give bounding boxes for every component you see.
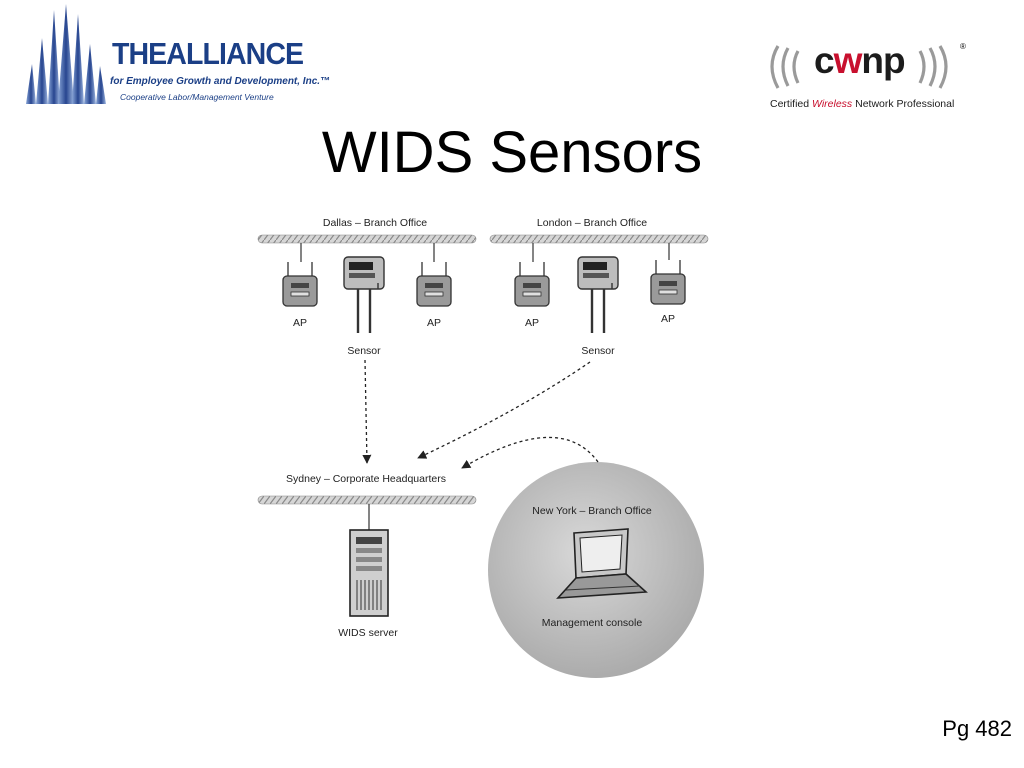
page-number: Pg 482 (942, 716, 1012, 741)
laptop-icon (556, 528, 648, 599)
newyork-to-sydney-arrow (461, 436, 599, 469)
registered-mark: ® (960, 42, 966, 51)
skyscraper-icon (26, 4, 106, 104)
dallas-branch: Dallas – Branch Office AP AP Sensor (257, 217, 477, 357)
sydney-network-cable (257, 495, 477, 505)
new-york-branch: New York – Branch Office Management cons… (488, 462, 704, 678)
dallas-ap-left (282, 261, 318, 307)
dallas-ap-right-label: AP (427, 317, 441, 329)
london-sensor (576, 255, 620, 335)
london-ap-right-label: AP (661, 313, 675, 325)
sydney-hq: Sydney – Corporate Headquarters WIDS ser… (257, 473, 477, 639)
dallas-sensor (342, 255, 386, 335)
dallas-sensor-label: Sensor (347, 345, 381, 357)
dallas-ap-right (416, 261, 452, 307)
dallas-to-sydney-arrow (362, 359, 372, 464)
dallas-network-cable (257, 234, 477, 244)
cwnp-logo: cwnp ® Certified Wireless Network Profes… (764, 38, 974, 114)
slide-title: WIDS Sensors (321, 120, 703, 185)
wave-brackets-icon (770, 45, 948, 89)
dallas-branch-label: Dallas – Branch Office (323, 217, 427, 229)
london-branch-label: London – Branch Office (537, 217, 647, 229)
alliance-tagline: Cooperative Labor/Management Venture (120, 92, 274, 102)
management-console-label: Management console (542, 617, 643, 629)
wids-server-icon (349, 529, 389, 617)
new-york-branch-label: New York – Branch Office (532, 505, 652, 517)
cwnp-tagline: Certified Wireless Network Professional (770, 98, 955, 110)
london-ap-left (514, 261, 550, 307)
london-ap-right (650, 259, 686, 305)
cwnp-name: cwnp (814, 40, 906, 81)
dallas-ap-left-label: AP (293, 317, 307, 329)
london-ap-left-label: AP (525, 317, 539, 329)
sydney-hq-label: Sydney – Corporate Headquarters (286, 473, 446, 485)
wids-server-label: WIDS server (338, 627, 398, 639)
london-sensor-label: Sensor (581, 345, 615, 357)
alliance-subtitle: for Employee Growth and Development, Inc… (110, 76, 331, 87)
alliance-logo: THEALLIANCE for Employee Growth and Deve… (24, 4, 330, 108)
alliance-name: THEALLIANCE (112, 36, 304, 71)
london-to-sydney-arrow (417, 361, 591, 459)
london-branch: London – Branch Office AP AP Sensor (489, 217, 709, 357)
london-network-cable (489, 234, 709, 244)
